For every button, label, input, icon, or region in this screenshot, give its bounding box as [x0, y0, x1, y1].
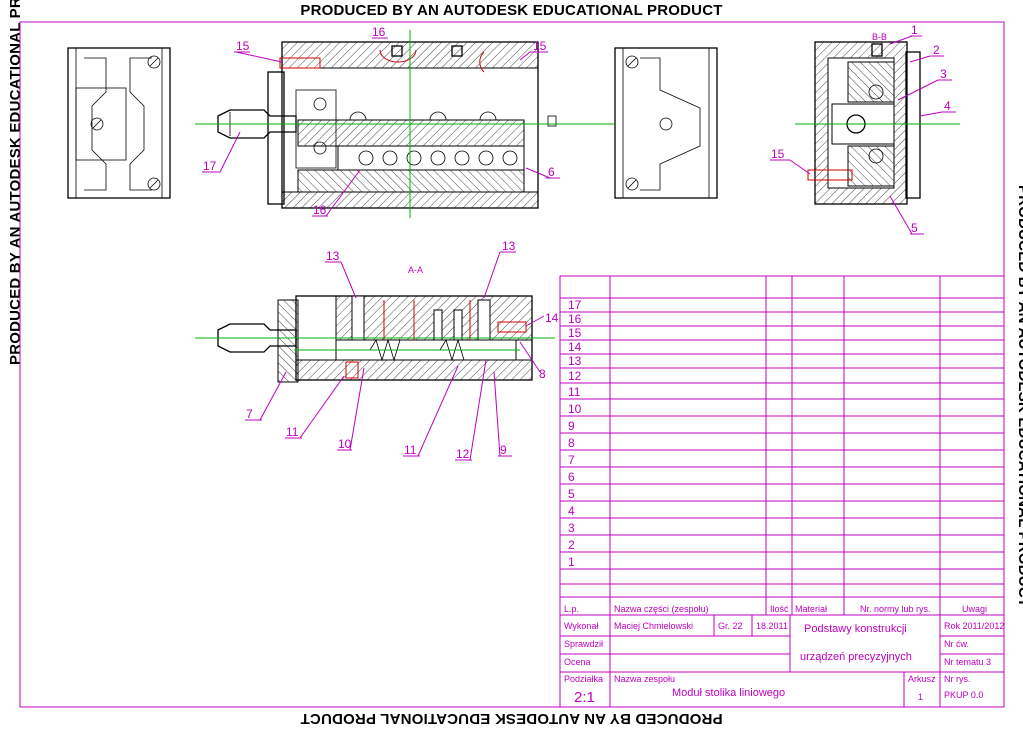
sheet: 1	[918, 692, 923, 702]
row-14: 14	[568, 340, 582, 354]
label-8: 8	[539, 367, 546, 381]
label-7: 7	[246, 407, 253, 421]
row-6: 6	[568, 470, 575, 484]
row-7: 7	[568, 453, 575, 467]
course-line2: urządzeń precyzyjnych	[800, 651, 912, 663]
drawing-no: PKUP 0.0	[944, 690, 983, 700]
parts-list-table: 17 16 15 14 13 12 11 10 9 8 7 6 5 4 3 2 …	[559, 275, 1005, 708]
row-12: 12	[568, 369, 582, 383]
label-10: 10	[338, 437, 352, 451]
label-12: 12	[456, 447, 470, 461]
row-16: 16	[568, 312, 582, 326]
label-4: 4	[944, 99, 951, 113]
row-9: 9	[568, 419, 575, 433]
end-view-left	[67, 47, 171, 199]
label-15c: 15	[771, 147, 785, 161]
date: 18.2011	[756, 621, 788, 631]
label-15b: 15	[533, 39, 547, 53]
scale: 2:1	[574, 689, 595, 706]
group: Gr. 22	[718, 621, 743, 631]
row-5: 5	[568, 487, 575, 501]
row-17: 17	[568, 298, 582, 312]
sheet-label: Arkusz	[908, 674, 936, 684]
header-lp: L.p.	[564, 604, 579, 614]
section-mark-a: A-A	[408, 265, 423, 275]
label-13a: 13	[326, 249, 340, 263]
label-16b: 16	[313, 203, 327, 217]
row-2: 2	[568, 538, 575, 552]
header-material: Materiał	[795, 604, 827, 614]
part-labels: 15 16 15 17 16 6 1 2 3 4 15 5 13 13 14 8…	[202, 23, 956, 461]
drawing-name: Moduł stolika liniowego	[672, 687, 785, 699]
label-2: 2	[933, 43, 940, 57]
course-line1: Podstawy konstrukcji	[804, 623, 907, 635]
end-view-right	[614, 47, 718, 199]
row-1: 1	[568, 555, 575, 569]
label-16a: 16	[372, 25, 386, 39]
label-6: 6	[548, 165, 555, 179]
row-13: 13	[568, 354, 582, 368]
drawing-name-label: Nazwa zespołu	[614, 674, 675, 684]
watermark-top: PRODUCED BY AN AUTODESK EDUCATIONAL PROD…	[300, 2, 723, 19]
cross-section-view	[807, 41, 921, 205]
year: Rok 2011/2012	[944, 621, 1004, 631]
side-section-view	[217, 41, 557, 209]
drawing-no-label: Nr rys.	[944, 674, 971, 684]
label-14: 14	[545, 311, 559, 325]
label-17a: 17	[203, 159, 217, 173]
longitudinal-section-view	[217, 295, 533, 383]
label-15a: 15	[236, 39, 250, 53]
row-15: 15	[568, 326, 582, 340]
label-3: 3	[940, 67, 947, 81]
label-11a: 11	[286, 425, 299, 439]
row-3: 3	[568, 521, 575, 535]
topic: Nr tematu 3	[944, 657, 991, 667]
label-1: 1	[911, 23, 918, 37]
label-9: 9	[500, 443, 507, 457]
label-11b: 11	[404, 443, 417, 457]
checked-label: Sprawdził	[564, 639, 603, 649]
row-8: 8	[568, 436, 575, 450]
label-5: 5	[911, 221, 918, 235]
parts-list-rows: 17 16 15 14 13 12 11 10 9 8 7 6 5 4 3 2 …	[568, 298, 582, 569]
section-mark-b: B-B	[872, 32, 887, 42]
header-name: Nazwa części (zespołu)	[614, 604, 709, 614]
label-13b: 13	[502, 239, 516, 253]
row-11: 11	[568, 385, 581, 399]
title-block: L.p. Nazwa części (zespołu) Ilość Materi…	[564, 604, 1004, 706]
drew-label: Wykonał	[564, 621, 598, 631]
drew-name: Maciej Chmielowski	[614, 621, 693, 631]
header-notes: Uwagi	[962, 604, 987, 614]
scale-label: Podziałka	[564, 674, 603, 684]
grade-label: Ocena	[564, 657, 591, 667]
exercise: Nr ćw.	[944, 639, 969, 649]
row-10: 10	[568, 402, 582, 416]
row-4: 4	[568, 504, 575, 518]
header-norm: Nr. normy lub rys.	[860, 604, 931, 614]
header-qty: Ilość	[770, 604, 789, 614]
